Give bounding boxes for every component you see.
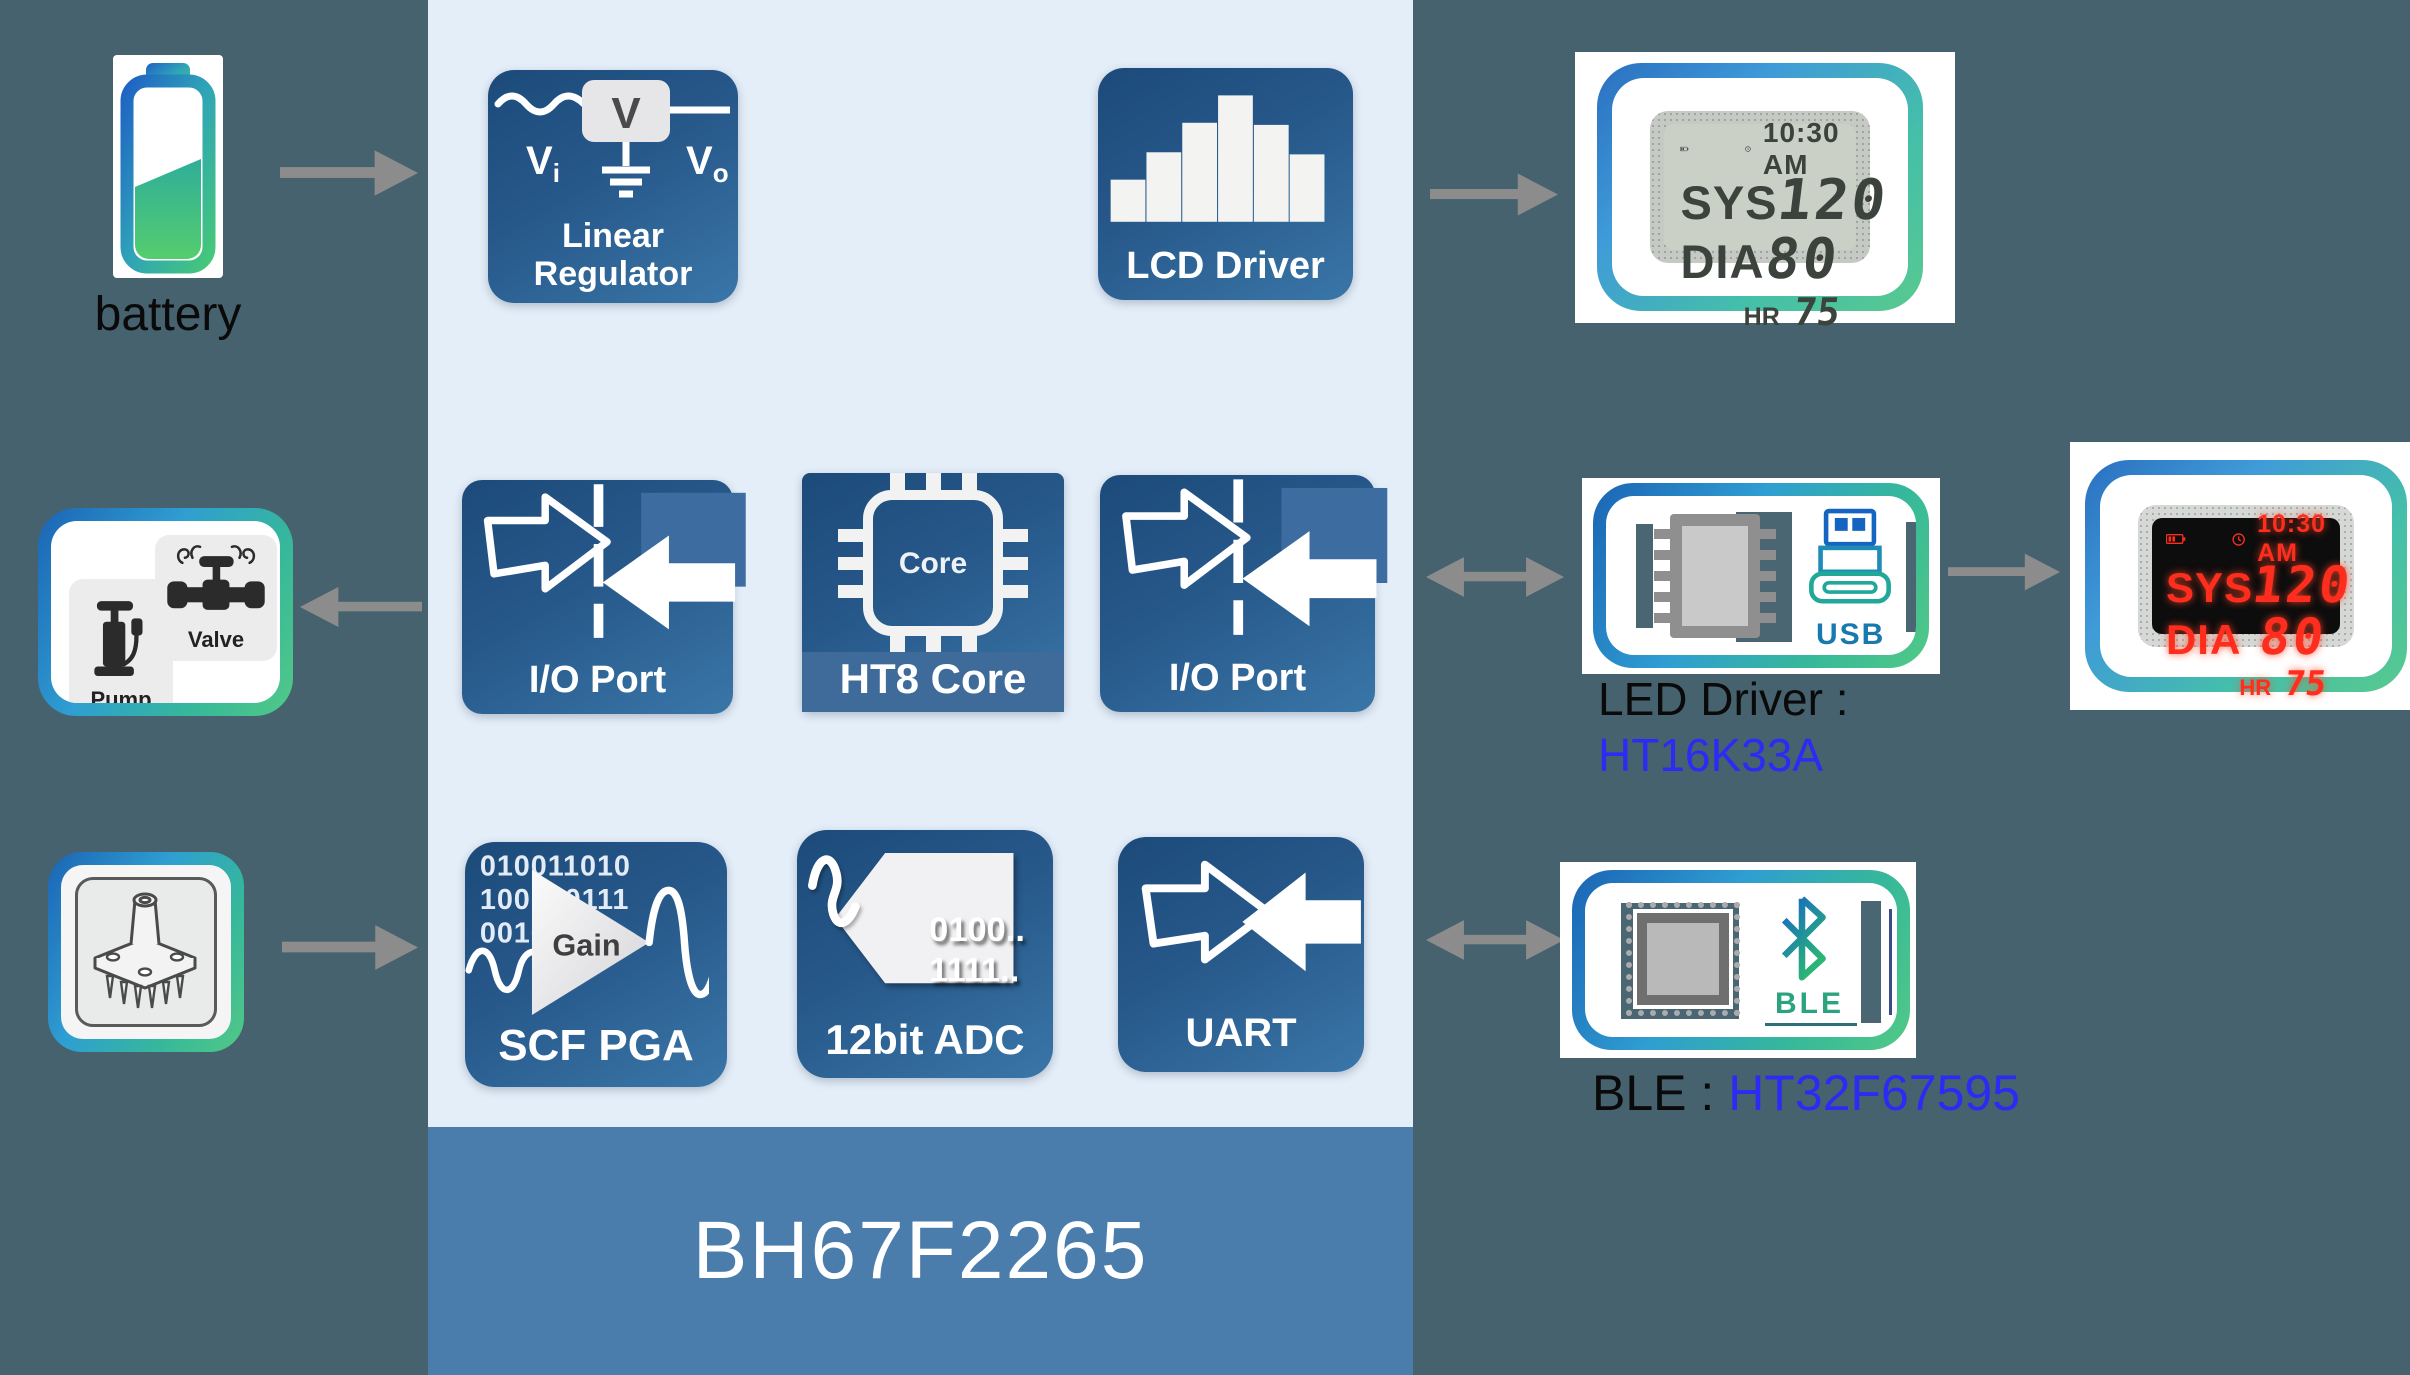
ble-module: BLE <box>1572 870 1910 1050</box>
adc-label: 12bit ADC <box>825 1016 1025 1063</box>
led-driver-caption: LED Driver : <box>1598 673 1849 725</box>
arrow-chip-ble-bidirectional <box>1426 920 1564 960</box>
chip-name: BH67F2265 <box>692 1205 1149 1296</box>
pump-valve-module: Pump <box>38 508 293 716</box>
block-uart: UART <box>1118 837 1364 1072</box>
dia-value: 80 <box>1762 226 1844 292</box>
uart-label: UART <box>1185 1011 1297 1055</box>
svg-text:V: V <box>611 89 641 138</box>
sys-value: 120 <box>2249 556 2356 615</box>
sys-label: SYS <box>2165 564 2253 612</box>
battery-card <box>113 55 223 278</box>
ble-card: BLE <box>1560 862 1916 1058</box>
arrow-chip-to-pump <box>300 586 422 628</box>
io-port-icon <box>483 484 746 638</box>
arrow-chip-to-lcd <box>1430 173 1558 216</box>
linear-regulator-icon: V Vi Vo <box>494 80 730 198</box>
hr-label: HR <box>1743 302 1780 331</box>
arrow-chip-led-driver-bidirectional <box>1426 557 1564 597</box>
io-port-icon <box>1122 479 1388 635</box>
ble-underline <box>1765 1023 1857 1026</box>
dia-label: DIA <box>1680 234 1765 288</box>
scf-pga-icon: 010011010 100100111 001011 Gain <box>465 850 709 1015</box>
pcb-bar <box>1636 524 1653 628</box>
clock-icon <box>1745 145 1751 152</box>
battery-status-icon <box>2165 534 2186 545</box>
svg-text:Core: Core <box>899 547 967 580</box>
hr-value: 75 <box>1791 289 1843 334</box>
valve-card: Valve <box>155 535 277 661</box>
led-driver-part-number: HT16K33A <box>1598 729 1824 781</box>
io-port-right-label: I/O Port <box>1168 657 1307 699</box>
hr-value: 75 <box>2282 664 2329 705</box>
driver-chip-icon <box>1654 514 1776 638</box>
led-display-device: 10:30 AM SYS 120 DIA 80 HR 75 <box>2085 460 2407 704</box>
pressure-sensor-module <box>48 852 244 1052</box>
bluetooth-icon <box>1781 896 1826 981</box>
valve-icon <box>167 545 265 610</box>
sys-label: SYS <box>1680 175 1778 229</box>
ble-badge: BLE <box>1775 987 1844 1020</box>
ht8-core-chip-icon: Core <box>838 473 1028 653</box>
svg-text:Gain: Gain <box>552 927 620 962</box>
arrow-battery-to-chip <box>280 150 418 196</box>
dia-label: DIA <box>2165 616 2242 664</box>
block-io-port-left: I/O Port <box>462 480 746 714</box>
block-io-port-right: I/O Port <box>1100 475 1388 712</box>
led-driver-card: USB <box>1582 478 1940 674</box>
ble-caption-row: BLE : HT32F67595 <box>1592 1064 2020 1122</box>
arrow-sensor-to-chip <box>282 925 418 970</box>
battery-icon <box>120 63 216 274</box>
block-scf-pga: 010011010 100100111 001011 Gain SCF PGA <box>465 842 727 1087</box>
ble-part-number: HT32F67595 <box>1728 1065 2021 1121</box>
svg-text:Vo: Vo <box>686 139 729 188</box>
block-12bit-adc: 0100.. 1111.. 12bit ADC <box>797 830 1053 1078</box>
lcd-driver-icon <box>1110 95 1325 222</box>
usb-icon <box>1809 508 1891 604</box>
chip-name-banner: BH67F2265 <box>428 1127 1413 1375</box>
lcd-screen-frame: 10:30 AM SYS 120 DIA 80 HR 75 <box>1650 110 1892 334</box>
time-value: 10:30 AM <box>2257 510 2327 568</box>
io-port-left-label: I/O Port <box>528 659 667 701</box>
led-screen-frame: 10:30 AM SYS 120 DIA 80 HR 75 <box>2137 505 2356 704</box>
block-lcd-driver: LCD Driver <box>1098 68 1353 300</box>
time-value: 10:30 AM <box>1762 116 1840 180</box>
hr-label: HR <box>2239 675 2272 701</box>
uart-icon <box>1141 860 1361 972</box>
pump-label: Pump <box>90 687 152 703</box>
arrow-driver-to-led-display <box>1948 553 2060 591</box>
block-linear-regulator: V Vi Vo Linear Regulator <box>488 70 738 303</box>
lcd-display-card: 10:30 AM SYS 120 DIA 80 HR 75 <box>1575 52 1955 334</box>
pressure-sensor-icon <box>93 892 197 1009</box>
led-driver-module: USB <box>1593 483 1929 668</box>
dia-value: 80 <box>2256 608 2330 667</box>
pcb-bar <box>1906 522 1916 632</box>
pcb-bar <box>1861 901 1881 1023</box>
block-ht8-core: Core HT8 Core <box>802 473 1064 712</box>
svg-text:010011010: 010011010 <box>480 850 631 882</box>
clock-icon <box>2232 533 2245 546</box>
led-display-card: 10:30 AM SYS 120 DIA 80 HR 75 <box>2070 442 2410 710</box>
lcd-driver-label: LCD Driver <box>1126 245 1325 287</box>
ht8-core-label: HT8 Core <box>839 655 1027 702</box>
ble-caption: BLE : <box>1592 1065 1729 1121</box>
lcd-screen: 10:30 AM SYS 120 DIA 80 HR 75 <box>1664 117 1892 334</box>
lcd-display-device: 10:30 AM SYS 120 DIA 80 HR 75 <box>1597 63 1923 334</box>
linear-regulator-label: Linear Regulator <box>533 216 693 293</box>
battery-status-icon <box>1680 146 1689 151</box>
ht8-core-label-band <box>802 652 1064 712</box>
scf-pga-label: SCF PGA <box>498 1021 694 1070</box>
svg-text:1111..: 1111.. <box>929 951 1019 989</box>
battery-label: battery <box>94 288 242 341</box>
sys-value: 120 <box>1773 167 1892 233</box>
pcb-line <box>1889 909 1892 1015</box>
ble-chip-icon <box>1626 902 1740 1016</box>
svg-text:Vi: Vi <box>526 139 560 188</box>
svg-text:0100..: 0100.. <box>929 911 1025 949</box>
adc-icon: 0100.. 1111.. <box>808 852 1025 989</box>
pump-icon <box>94 601 143 676</box>
led-screen: 10:30 AM SYS 120 DIA 80 HR 75 <box>2151 510 2356 704</box>
usb-label: USB <box>1816 618 1886 651</box>
valve-label: Valve <box>187 627 245 652</box>
